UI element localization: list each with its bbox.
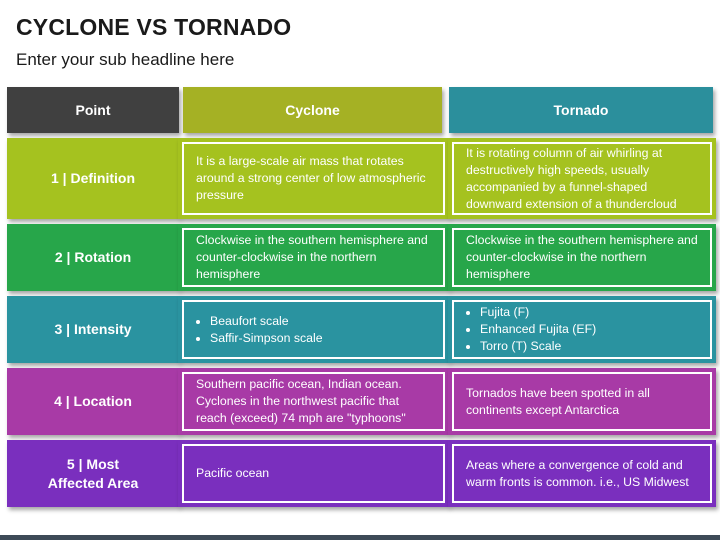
row-label-location: 4 | Location (7, 368, 179, 435)
header-point: Point (7, 87, 179, 133)
row-label-definition: 1 | Definition (7, 138, 179, 219)
tornado-rotation-cell: Clockwise in the southern hemisphere and… (448, 224, 716, 291)
cyclone-location-cell: Southern pacific ocean, Indian ocean. Cy… (178, 368, 449, 435)
page-title: CYCLONE VS TORNADO (16, 14, 292, 40)
tornado-location-text: Tornados have been spotted in all contin… (452, 372, 712, 431)
cyclone-location-text: Southern pacific ocean, Indian ocean. Cy… (182, 372, 445, 431)
tornado-affected-area-text: Areas where a convergence of cold and wa… (452, 444, 712, 503)
page-subtitle: Enter your sub headline here (16, 50, 235, 69)
tornado-location-cell: Tornados have been spotted in all contin… (448, 368, 716, 435)
list-item: Fujita (F) (480, 304, 596, 321)
tornado-definition-text: It is rotating column of air whirling at… (452, 142, 712, 215)
header-tornado-label: Tornado (553, 102, 609, 118)
row-label-text: 1 | Definition (50, 170, 136, 186)
list-item: Saffir-Simpson scale (210, 330, 323, 347)
cyclone-definition-cell: It is a large-scale air mass that rotate… (178, 138, 449, 219)
row-label-affected-area: 5 | Most Affected Area (7, 440, 179, 507)
cyclone-intensity-cell: Beaufort scale Saffir-Simpson scale (178, 296, 449, 363)
row-label-text: 4 | Location (54, 393, 132, 409)
cyclone-rotation-cell: Clockwise in the southern hemisphere and… (178, 224, 449, 291)
header-cyclone: Cyclone (183, 87, 442, 133)
row-label-text: 3 | Intensity (54, 321, 132, 337)
tornado-affected-area-cell: Areas where a convergence of cold and wa… (448, 440, 716, 507)
cyclone-intensity-list: Beaufort scale Saffir-Simpson scale (182, 300, 445, 359)
list-item: Torro (T) Scale (480, 338, 596, 355)
row-label-text-line1: 5 | Most (66, 455, 120, 472)
tornado-intensity-list: Fujita (F) Enhanced Fujita (EF) Torro (T… (452, 300, 712, 359)
row-label-text: 2 | Rotation (54, 249, 132, 265)
row-label-rotation: 2 | Rotation (7, 224, 179, 291)
header-point-label: Point (75, 102, 111, 118)
tornado-rotation-text: Clockwise in the southern hemisphere and… (452, 228, 712, 287)
row-label-intensity: 3 | Intensity (7, 296, 179, 363)
header-tornado: Tornado (449, 87, 713, 133)
header-cyclone-label: Cyclone (285, 102, 340, 118)
cyclone-definition-text: It is a large-scale air mass that rotate… (182, 142, 445, 215)
cyclone-rotation-text: Clockwise in the southern hemisphere and… (182, 228, 445, 287)
list-item: Beaufort scale (210, 313, 323, 330)
row-label-text-line2: Affected Area (47, 474, 139, 491)
cyclone-affected-area-cell: Pacific ocean (178, 440, 449, 507)
footer-bar (0, 535, 720, 540)
list-item: Enhanced Fujita (EF) (480, 321, 596, 338)
cyclone-affected-area-text: Pacific ocean (182, 444, 445, 503)
tornado-definition-cell: It is rotating column of air whirling at… (448, 138, 716, 219)
tornado-intensity-cell: Fujita (F) Enhanced Fujita (EF) Torro (T… (448, 296, 716, 363)
